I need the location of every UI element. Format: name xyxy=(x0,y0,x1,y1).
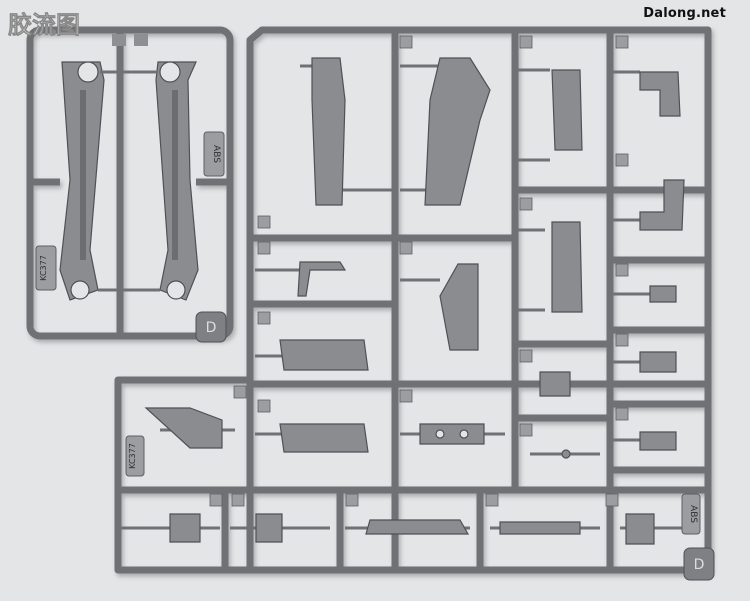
watermark-site: Dalong.net xyxy=(643,6,726,21)
svg-text:KC377: KC377 xyxy=(39,255,48,281)
main-sprue-frame xyxy=(114,26,712,574)
left-sprue-gates xyxy=(98,70,160,292)
left-tabs: ABS KC377 D xyxy=(35,34,227,343)
svg-text:ABS: ABS xyxy=(688,505,698,523)
number-tabs xyxy=(209,35,629,507)
left-sprue-parts xyxy=(59,61,199,301)
watermark-logo: 胶流图 xyxy=(6,6,102,42)
right-tabs: ABS D KC377 xyxy=(125,435,715,581)
svg-text:D: D xyxy=(694,557,705,573)
svg-text:KC377: KC377 xyxy=(128,443,137,469)
svg-text:D: D xyxy=(206,320,217,336)
sprue-parts xyxy=(144,57,685,545)
left-sprue-frame xyxy=(26,26,234,340)
watermark-left-text: 胶流图 xyxy=(8,11,80,39)
svg-text:ABS: ABS xyxy=(211,145,221,163)
